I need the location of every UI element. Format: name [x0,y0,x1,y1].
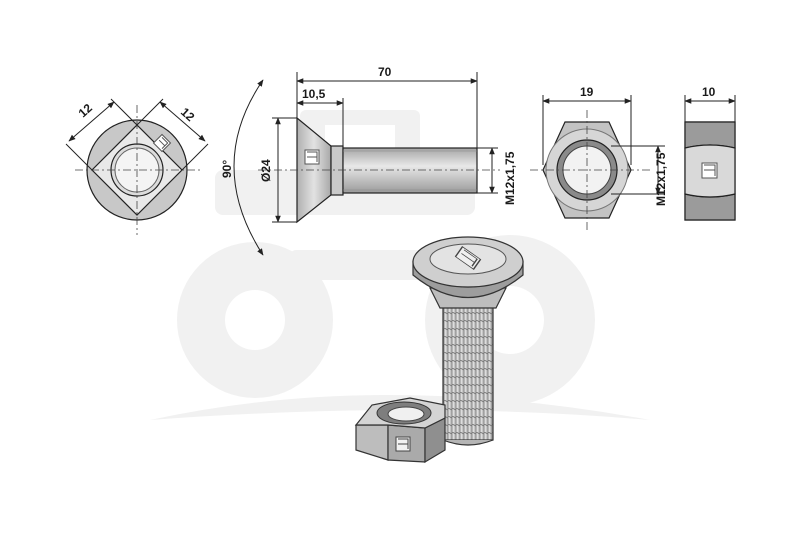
bolt-3d-render [412,236,524,446]
bolt-side-view: 90° Ø24 70 10,5 M12x1,75 [220,65,517,256]
head-top-view: 12 12 [65,98,209,235]
dim-square-left: 12 [76,101,96,121]
nut-3d-render [354,397,446,464]
dim-angle: 90° [220,160,234,178]
dim-nut-thread: M12x1,75 [654,152,668,206]
dim-square-right: 12 [178,105,198,125]
dim-nut-height: 10 [702,85,716,99]
brand-logo-icon [701,162,718,179]
brand-logo-icon [454,246,482,270]
brand-logo-icon [395,436,411,452]
dim-nut-width: 19 [580,85,594,99]
dim-length: 70 [378,65,392,79]
dim-thread: M12x1,75 [503,151,517,205]
brand-logo-icon [304,149,320,165]
nut-front-view: 19 M12x1,75 [530,85,668,232]
dim-head-diameter: Ø24 [259,159,273,182]
nut-side-view: 10 [684,85,736,221]
dim-head-height: 10,5 [302,87,326,101]
